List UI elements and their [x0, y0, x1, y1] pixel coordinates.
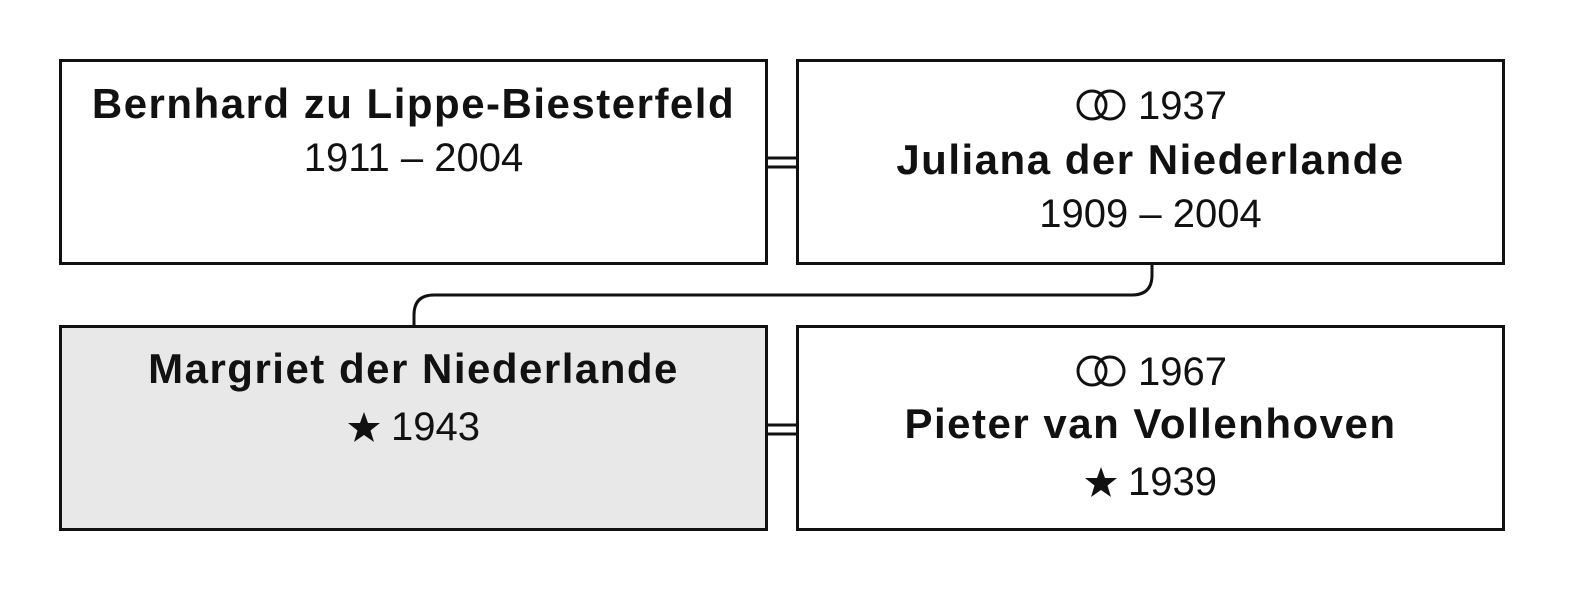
birth-year: 1939: [1128, 460, 1217, 504]
person-box-pieter: 1967 Pieter van Vollenhoven 1939: [796, 325, 1505, 531]
marriage-line: 1967: [799, 350, 1502, 395]
birth-year: 1943: [391, 405, 480, 449]
birth-star-icon: [1085, 467, 1117, 498]
birth-line: 1943: [62, 405, 765, 450]
marriage-year: 1937: [1138, 84, 1227, 128]
birth-star-icon: [348, 412, 380, 443]
person-box-margriet: Margriet der Niederlande 1943: [59, 325, 768, 531]
marriage-year: 1967: [1138, 350, 1227, 394]
marriage-rings-icon: [1076, 355, 1126, 387]
descent-connector: [412, 265, 1154, 325]
marriage-rings-icon: [1076, 89, 1126, 121]
person-box-bernhard: Bernhard zu Lippe-Biesterfeld 1911 – 200…: [59, 59, 768, 265]
person-name: Juliana der Niederlande: [896, 136, 1405, 183]
person-box-juliana: 1937 Juliana der Niederlande 1909 – 2004: [796, 59, 1505, 265]
person-dates: 1909 – 2004: [1039, 192, 1262, 236]
person-name: Bernhard zu Lippe-Biesterfeld: [91, 80, 736, 127]
person-name: Margriet der Niederlande: [148, 345, 679, 392]
person-name: Pieter van Vollenhoven: [904, 400, 1397, 447]
birth-line: 1939: [799, 460, 1502, 505]
marriage-line: 1937: [799, 84, 1502, 129]
person-dates: 1911 – 2004: [303, 136, 524, 180]
